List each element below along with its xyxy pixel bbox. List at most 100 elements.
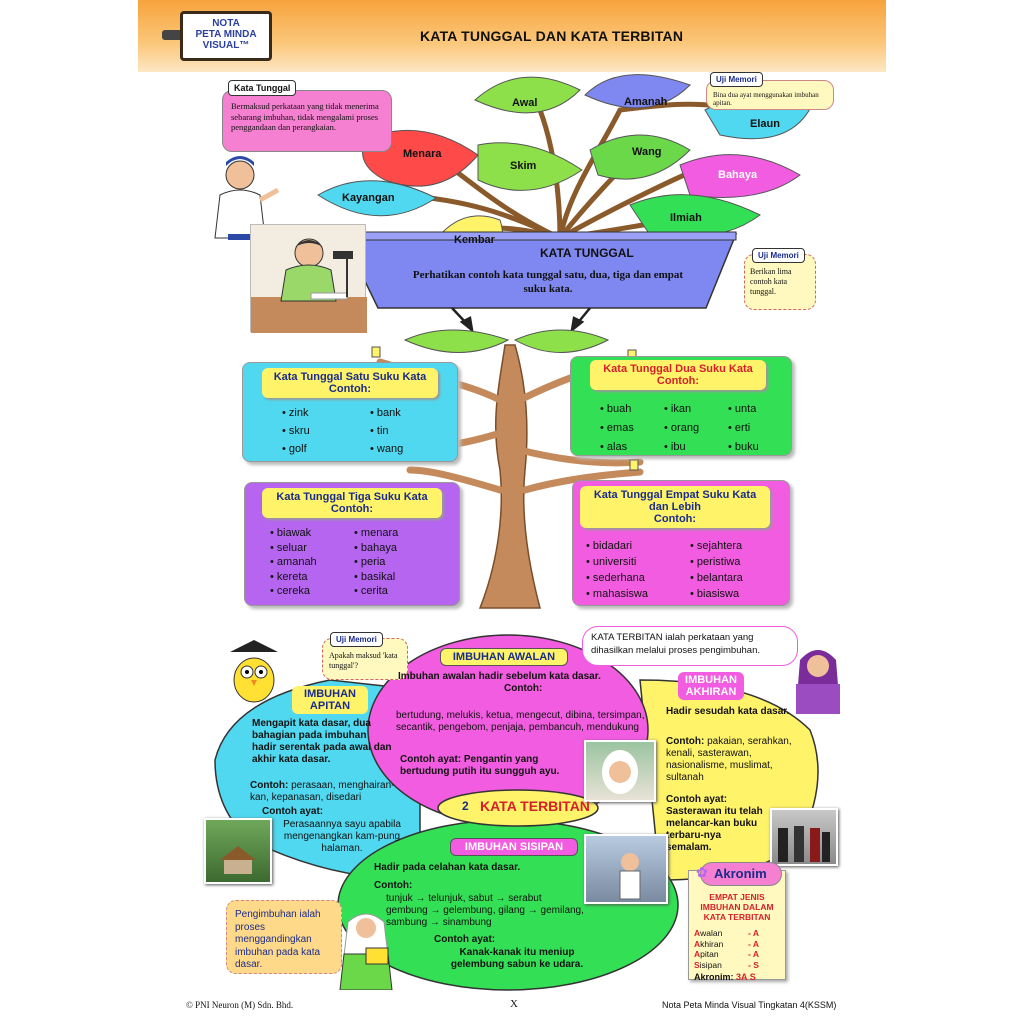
dua-suku-head2: Contoh: (656, 375, 700, 387)
list-item: biasiswa (690, 586, 743, 602)
pengimbuhan-text: Pengimbuhan ialah proses menggandingkan … (235, 909, 321, 970)
list-item: buku (728, 438, 759, 457)
list-item: amanah (270, 555, 317, 570)
center-title: KATA TERBITAN (480, 798, 590, 814)
akronim-footer-val: 3A S (736, 972, 756, 982)
logo-line2: PETA MINDA (195, 29, 257, 40)
kata-terbitan-text: KATA TERBITAN ialah perkataan yang dihas… (591, 632, 760, 656)
apitan-ayat-label: Contoh ayat: (262, 806, 324, 817)
list-item: menara (354, 526, 398, 541)
akronim-row-rest: khiran (700, 938, 724, 949)
akronim-head: EMPAT JENIS IMBUHAN DALAM KATA TERBITAN (700, 892, 774, 922)
akronim-badge (700, 862, 782, 886)
akhiran-desc: Hadir sesudah kata dasar. (666, 706, 790, 717)
logo: NOTA PETA MINDA VISUAL™ (180, 11, 272, 61)
sisipan-line2: gembung → gelembung, gilang → gemilang, (386, 905, 584, 916)
akronim-row-rest: isipan (699, 959, 722, 970)
akhiran-title1: IMBUHAN (685, 674, 737, 686)
flower-icon: ✿ (696, 864, 708, 880)
list-item: ikan (664, 400, 699, 419)
dua-suku-head1: Kata Tunggal Dua Suku Kata (603, 363, 753, 375)
gelembung-photo (584, 834, 668, 904)
logo-line1: NOTA (212, 18, 240, 29)
list-item: skru (282, 422, 310, 440)
awalan-contoh-label: Contoh: (504, 683, 543, 694)
akronim-row: Sisipan - S (694, 960, 784, 971)
awalan-ayat-label: Contoh ayat: (400, 754, 462, 765)
akhiran-contoh-label: Contoh: (666, 736, 705, 747)
akronim-box (688, 870, 786, 980)
page-title: KATA TUNGGAL DAN KATA TERBITAN (420, 28, 684, 44)
list-item: erti (728, 419, 759, 438)
apitan-title2: APITAN (309, 700, 351, 712)
list-item: seluar (270, 541, 317, 556)
akronim-row: Akhiran- A (694, 939, 784, 950)
akronim-row-first: S (694, 959, 700, 970)
akronim-row-rest: pitan (700, 949, 719, 959)
tiga-suku-head: Kata Tunggal Tiga Suku Kata Contoh: (262, 488, 442, 518)
list-item: golf (282, 440, 310, 458)
empat-suku-head3: Contoh: (653, 513, 697, 525)
list-item: cereka (270, 584, 317, 599)
list-item: mahasiswa (586, 586, 648, 602)
list-item: wang (370, 440, 403, 458)
uji-memori-3-text: Apakah maksud 'kata tunggal'? (329, 651, 398, 670)
satu-suku-col1: zink skru golf (282, 404, 310, 458)
leaf-label: Kembar (454, 234, 495, 246)
tiga-suku-head2: Contoh: (330, 503, 374, 515)
akronim-row-first: A (694, 938, 701, 949)
akronim-row: Awalan- A (694, 928, 784, 939)
akhiran-ayat: Contoh ayat: Sasterawan itu telah melanc… (666, 794, 766, 854)
satu-suku-head: Kata Tunggal Satu Suku Kata Contoh: (262, 368, 438, 398)
list-item: ibu (664, 438, 699, 457)
dua-suku-col1: buah emas alas (600, 400, 634, 457)
footer-page: X (510, 998, 518, 1010)
sisipan-title: IMBUHAN SISIPAN (450, 838, 578, 856)
list-item: bidadari (586, 538, 648, 554)
empat-suku-head1: Kata Tunggal Empat Suku Kata (593, 489, 757, 501)
apitan-desc: Mengapit kata dasar, dua bahagian pada i… (252, 718, 392, 765)
dua-suku-col2: ikan orang ibu (664, 400, 699, 457)
dua-suku-head: Kata Tunggal Dua Suku Kata Contoh: (590, 360, 766, 390)
logo-line3: VISUAL™ (202, 40, 250, 51)
sisipan-line1: tunjuk → telunjuk, sabut → serabut (386, 893, 542, 904)
list-item: bank (370, 404, 403, 422)
uji-memori-3-label: Uji Memori (330, 632, 383, 647)
akronim-row-val: - S (748, 959, 759, 970)
tiga-suku-col2: menara bahaya peria basikal cerita (354, 526, 398, 599)
akronim-footer-label: Akronim: (694, 972, 734, 982)
awalan-title: IMBUHAN AWALAN (440, 648, 568, 666)
empat-suku-head2: dan Lebih (649, 501, 701, 513)
leaf-label: Wang (632, 146, 662, 158)
apitan-title: IMBUHAN APITAN (292, 686, 368, 714)
sisipan-lines: tunjuk → telunjuk, sabut → serabut gembu… (386, 893, 626, 929)
akhiran-ayat-text: Sasterawan itu telah melancar-kan buku t… (666, 806, 763, 853)
akronim-row-val: - A (748, 949, 760, 959)
list-item: biawak (270, 526, 317, 541)
girl-hijab-illustration (796, 650, 840, 714)
list-item: buah (600, 400, 634, 419)
akronim-rows: Awalan- A Akhiran- A Apitan - A Sisipan - … (694, 928, 784, 970)
leaf-label: Amanah (624, 96, 668, 108)
footer-copyright: © PNI Neuron (M) Sdn. Bhd. (186, 1000, 294, 1010)
list-item: bahaya (354, 541, 398, 556)
tiga-suku-head1: Kata Tunggal Tiga Suku Kata (276, 491, 428, 503)
list-item: unta (728, 400, 759, 419)
leaf-label: Bahaya (718, 169, 758, 181)
satu-suku-head2: Contoh: (328, 383, 372, 395)
akhiran-ayat-label: Contoh ayat: (666, 794, 728, 805)
list-item: basikal (354, 570, 398, 585)
akronim-row-rest: walan (700, 928, 723, 938)
awalan-contoh: bertudung, melukis, ketua, mengecut, dib… (396, 710, 645, 733)
satu-suku-col2: bank tin wang (370, 404, 403, 458)
leaf-label: Menara (403, 148, 442, 160)
list-item: universiti (586, 554, 648, 570)
apitan-title1: IMBUHAN (304, 688, 356, 700)
reading-girl-illustration (339, 913, 393, 990)
list-item: zink (282, 404, 310, 422)
list-item: tin (370, 422, 403, 440)
satu-suku-head1: Kata Tunggal Satu Suku Kata (273, 371, 427, 383)
student-illustration (250, 224, 367, 333)
bride-photo (584, 740, 656, 802)
akhiran-title2: AKHIRAN (685, 686, 737, 698)
